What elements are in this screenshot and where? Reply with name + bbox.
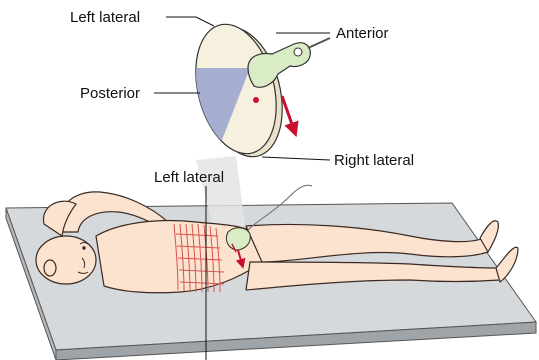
label-right-lateral: Right lateral bbox=[334, 152, 414, 169]
patient-ear bbox=[44, 260, 56, 276]
patient-foot-2 bbox=[496, 247, 518, 282]
scan-disc bbox=[183, 16, 295, 165]
label-posterior: Posterior bbox=[80, 85, 140, 102]
label-left-lateral-top: Left lateral bbox=[70, 9, 140, 26]
red-arrow-icon bbox=[282, 96, 294, 130]
probe-cable bbox=[308, 38, 330, 48]
label-anterior: Anterior bbox=[336, 25, 389, 42]
target-point bbox=[253, 97, 259, 103]
label-left-lateral-body: Left lateral bbox=[154, 169, 224, 186]
